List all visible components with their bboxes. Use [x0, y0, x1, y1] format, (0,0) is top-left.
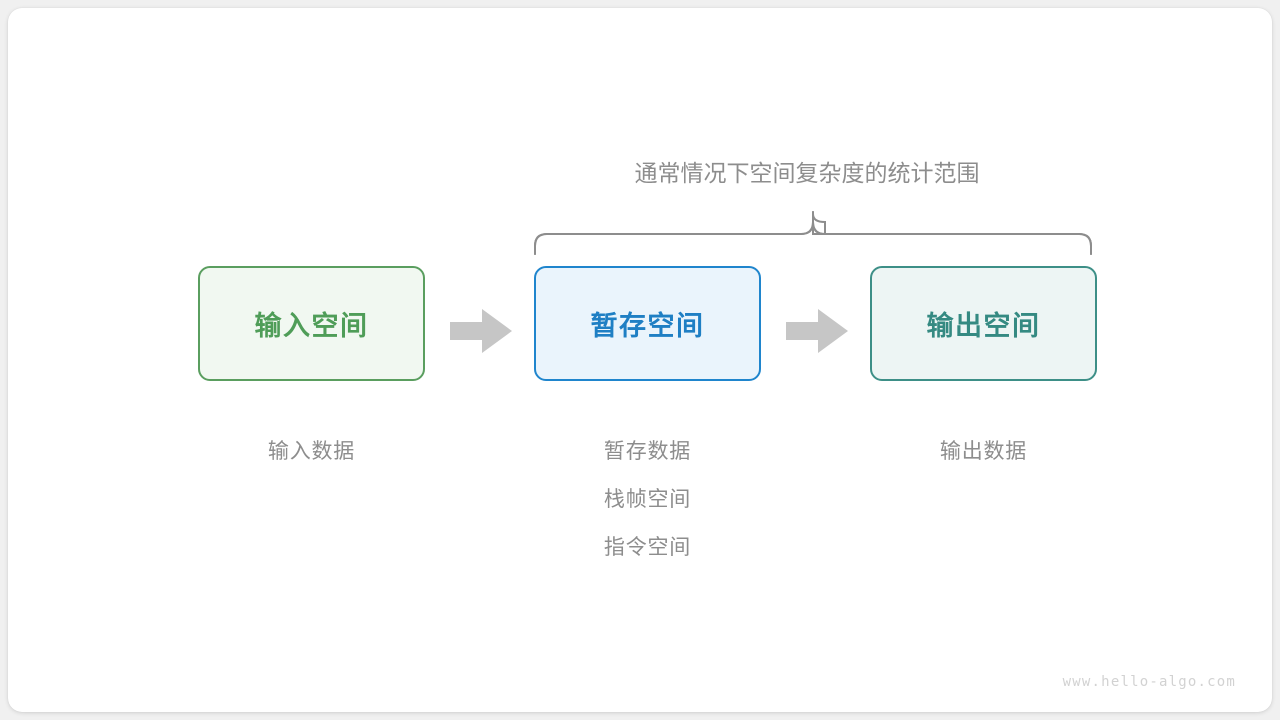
caption-line: 指令空间 [603, 536, 692, 559]
box-input-space-label: 输入空间 [254, 311, 369, 341]
box-input-space: 输入空间 [198, 266, 425, 381]
box-output-space-label: 输出空间 [926, 311, 1041, 341]
arrow-right-icon [786, 309, 848, 353]
caption-line: 输出数据 [939, 440, 1028, 463]
caption-line: 输入数据 [267, 440, 356, 463]
scope-label-prefix: 通常情况下 [634, 160, 750, 186]
caption-output-column: 输出数据 [870, 428, 1097, 476]
caption-temp-column: 暂存数据 栈帧空间 指令空间 [534, 428, 761, 572]
scope-label: 通常情况下空间复杂度的统计范围 [635, 154, 980, 188]
box-temp-space: 暂存空间 [534, 266, 761, 381]
arrow-right-icon [450, 309, 512, 353]
caption-input-column: 输入数据 [198, 428, 425, 476]
scope-brace-icon [534, 211, 1092, 255]
caption-line: 栈帧空间 [603, 488, 692, 511]
diagram-card: 通常情况下空间复杂度的统计范围 输入空间 暂存空间 输出空间 输入数据 暂存数据… [8, 8, 1272, 712]
box-temp-space-label: 暂存空间 [590, 311, 705, 341]
scope-label-suffix: 的统计范围 [864, 160, 980, 186]
caption-line: 暂存数据 [603, 440, 692, 463]
box-output-space: 输出空间 [870, 266, 1097, 381]
scope-label-emphasis: 空间复杂度 [749, 160, 865, 186]
watermark: www.hello-algo.com [1062, 674, 1236, 690]
